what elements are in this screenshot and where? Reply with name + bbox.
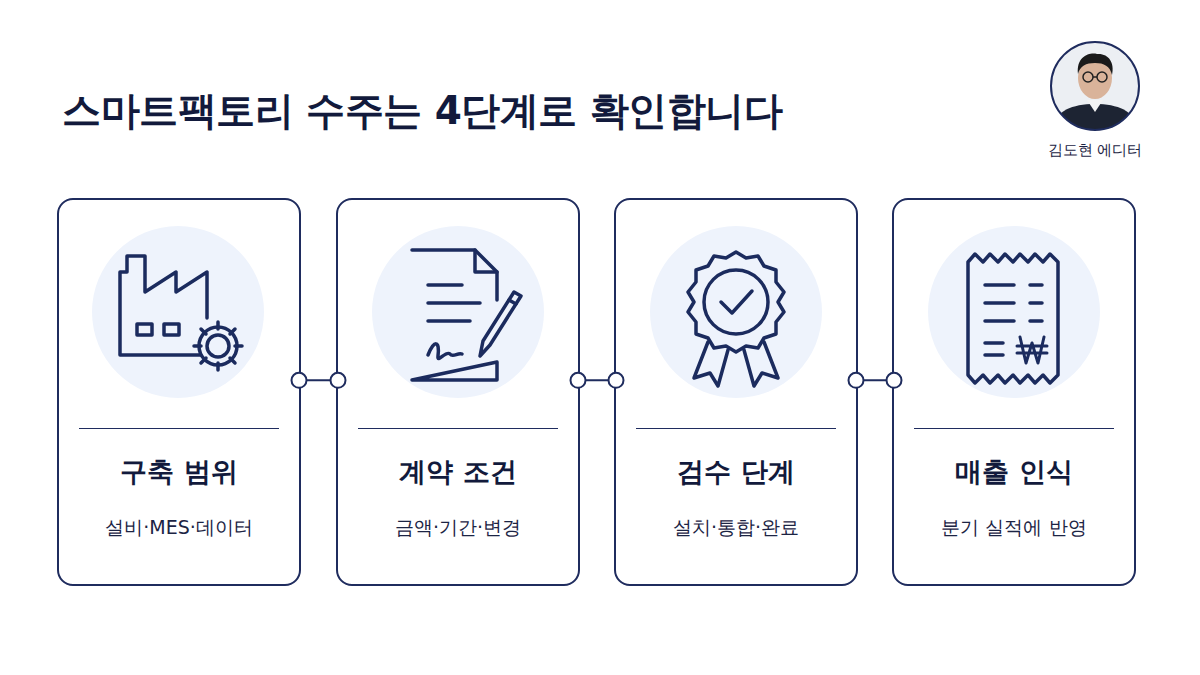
card-divider [358, 428, 558, 429]
connector-line [580, 379, 614, 381]
step-heading: 매출 인식 [902, 452, 1126, 492]
step-detail: 분기 실적에 반영 [902, 512, 1126, 542]
connector-line [858, 379, 892, 381]
connector-line [301, 379, 336, 381]
author-name: 김도현 에디터 [1030, 139, 1160, 161]
diagram-title: 스마트팩토리 수주는 4단계로 확인합니다 [62, 86, 782, 136]
card-divider [914, 428, 1114, 429]
step-heading: 구축 범위 [67, 452, 291, 492]
step-card: 계약 조건금액·기간·변경 [336, 198, 580, 586]
step-detail: 금액·기간·변경 [346, 512, 570, 542]
card-divider [79, 428, 279, 429]
step-detail: 설치·통합·완료 [624, 512, 848, 542]
card-divider [636, 428, 836, 429]
author-avatar [1050, 42, 1140, 132]
step-heading: 계약 조건 [346, 452, 570, 492]
step-heading: 검수 단계 [624, 452, 848, 492]
step-card: 구축 범위설비·MES·데이터 [57, 198, 301, 586]
step-card: 검수 단계설치·통합·완료 [614, 198, 858, 586]
step-detail: 설비·MES·데이터 [67, 512, 291, 542]
step-card: 매출 인식분기 실적에 반영 [892, 198, 1136, 586]
